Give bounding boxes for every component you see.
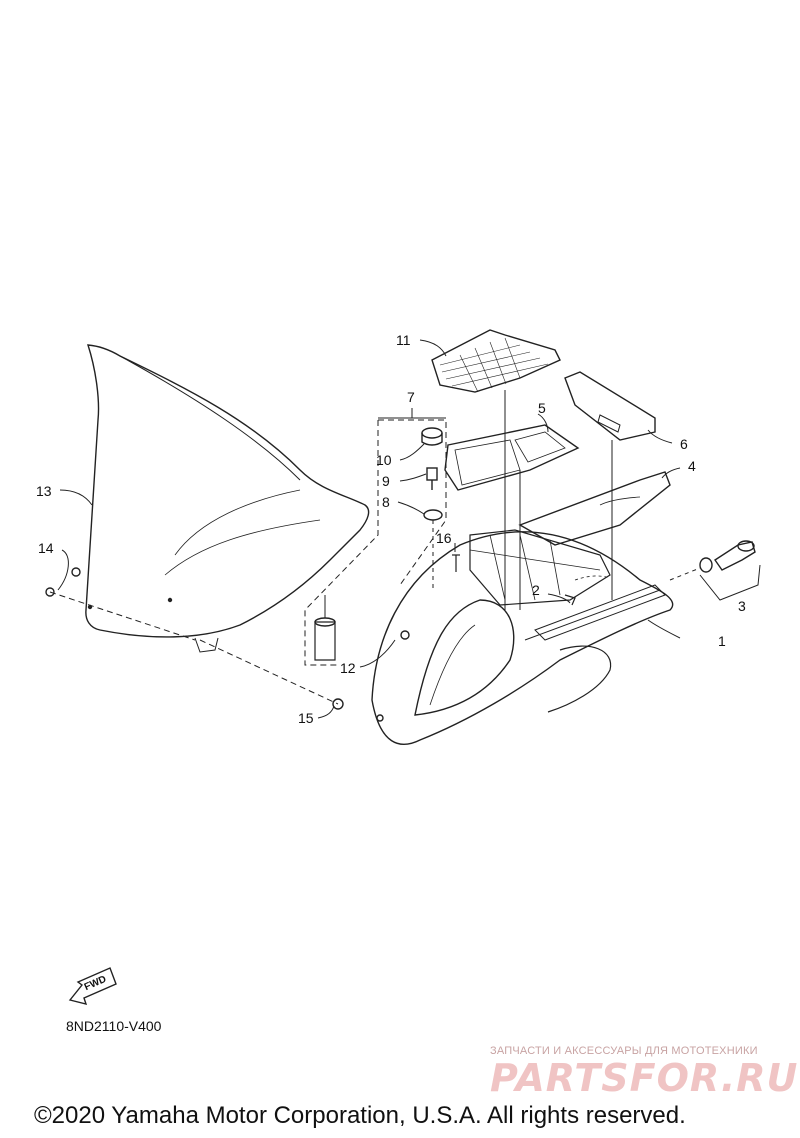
- clip-2: [564, 594, 576, 606]
- inner-panel-4: [518, 471, 671, 546]
- windshield: [85, 344, 370, 638]
- bolt-14: [45, 587, 55, 597]
- callout-11: 11: [396, 332, 411, 348]
- callout-6: 6: [680, 436, 688, 452]
- callout-2: 2: [532, 582, 540, 598]
- lower-cowl: [371, 531, 674, 745]
- diagram-code: 8ND2110-V400: [66, 1018, 162, 1034]
- fwd-arrow-icon: [68, 967, 117, 1005]
- connector-3: [714, 541, 756, 571]
- seal-8: [423, 509, 443, 521]
- callout-15: 15: [298, 710, 314, 726]
- callout-10: 10: [376, 452, 392, 468]
- key-9: [426, 467, 438, 481]
- panel-5: [444, 424, 580, 491]
- copyright-notice: ©2020 Yamaha Motor Corporation, U.S.A. A…: [34, 1102, 686, 1129]
- callout-3: 3: [738, 598, 746, 614]
- callout-8: 8: [382, 494, 390, 510]
- nut-15: [332, 698, 344, 710]
- callout-5: 5: [538, 400, 546, 416]
- meter-6: [564, 371, 656, 441]
- callout-16: 16: [436, 530, 452, 546]
- callout-9: 9: [382, 473, 390, 489]
- callout-1: 1: [718, 633, 726, 649]
- callout-14: 14: [38, 540, 54, 556]
- cap-10: [421, 427, 443, 439]
- mesh-net-11: [431, 329, 561, 393]
- callout-4: 4: [688, 458, 696, 474]
- callout-12: 12: [340, 660, 356, 676]
- watermark-tagline: ЗАПЧАСТИ И АКСЕССУАРЫ ДЛЯ МОТОТЕХНИКИ: [490, 1045, 758, 1057]
- watermark-logo: PARTSFOR.RU: [490, 1056, 799, 1100]
- callout-7: 7: [407, 389, 415, 405]
- callout-13: 13: [36, 483, 52, 499]
